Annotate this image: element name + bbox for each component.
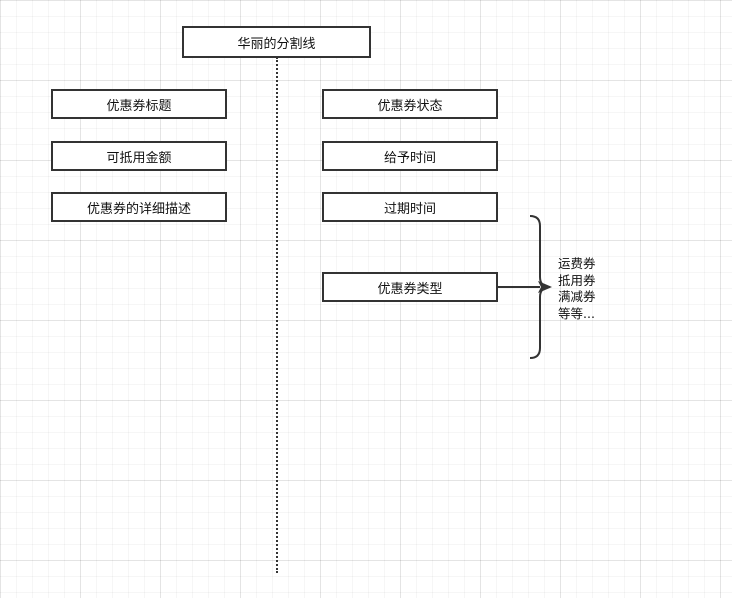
coupon-description-box[interactable]: 优惠券的详细描述 [51,192,227,222]
granted-time-box[interactable]: 给予时间 [322,141,498,171]
curly-brace [529,215,551,359]
coupon-type-item: 抵用券 [558,272,596,288]
coupon-status-box[interactable]: 优惠券状态 [322,89,498,119]
coupon-type-item: 满减券 [558,289,596,304]
coupon-types-list: 运费券 抵用券 满减券 等等... [558,256,596,322]
expiry-time-box[interactable]: 过期时间 [322,192,498,222]
coupon-type-item: 等等... [558,305,595,321]
divider-title-box[interactable]: 华丽的分割线 [182,26,371,58]
coupon-title-box[interactable]: 优惠券标题 [51,89,227,119]
deductible-amount-box[interactable]: 可抵用金额 [51,141,227,171]
dotted-divider-line [276,57,278,573]
coupon-type-box[interactable]: 优惠券类型 [322,272,498,302]
coupon-type-item: 运费券 [558,256,596,271]
